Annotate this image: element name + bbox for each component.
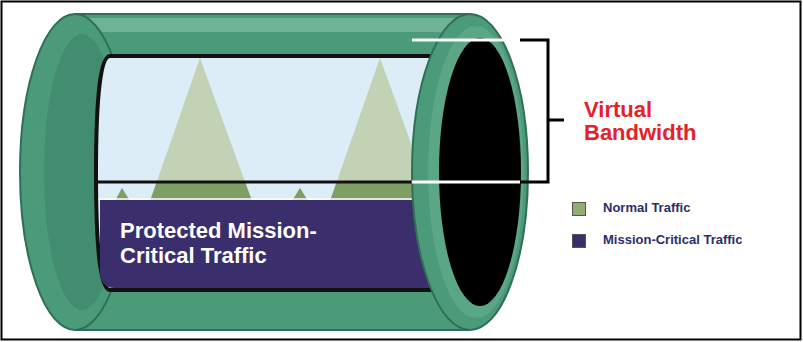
pipe-window bbox=[96, 56, 440, 290]
pipe-window-outline bbox=[96, 56, 440, 290]
traffic-band: Protected Mission-Critical Traffic bbox=[100, 200, 440, 288]
pipe-body bbox=[75, 14, 470, 330]
legend-text: Mission-Critical Traffic bbox=[603, 232, 742, 248]
pipe-ring-inner bbox=[428, 26, 524, 318]
traffic-peak bbox=[150, 58, 252, 201]
pipe-opening bbox=[439, 38, 521, 306]
bandwidth-marker bbox=[412, 181, 520, 184]
band-label: Protected Mission-Critical Traffic bbox=[120, 218, 335, 268]
legend-swatch bbox=[572, 202, 586, 216]
bandwidth-marker bbox=[412, 39, 520, 42]
legend-text: Normal Traffic bbox=[603, 200, 690, 216]
bracket-label: Virtual Bandwidth bbox=[584, 98, 714, 144]
pipe-highlight bbox=[75, 18, 470, 32]
bandwidth-line bbox=[90, 181, 450, 184]
traffic-peaks bbox=[90, 58, 450, 201]
pipe-edge bbox=[75, 329, 470, 331]
pipe-edge bbox=[75, 13, 470, 15]
legend-swatch bbox=[572, 234, 586, 248]
pipe-right-ring bbox=[412, 14, 528, 330]
bracket bbox=[520, 40, 564, 182]
